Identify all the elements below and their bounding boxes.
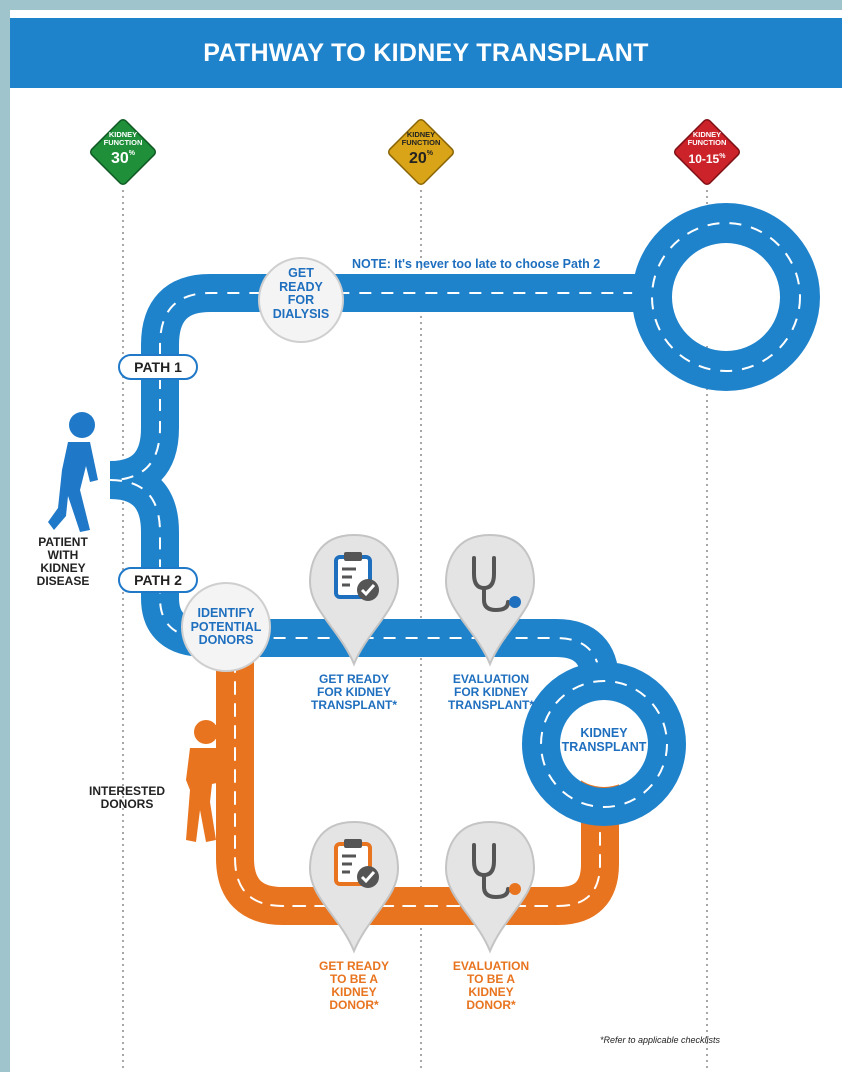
evaluation-transplant-label: EVALUATION FOR KIDNEY TRANSPLANT* xyxy=(448,672,534,712)
stage-10-15-label: KIDNEY FUNCTION xyxy=(687,130,727,148)
stage-30-unit: % xyxy=(128,150,136,157)
kidney-transplant-label: KIDNEY TRANSPLANT xyxy=(561,726,647,754)
dialysis-label: DIALYSIS xyxy=(696,290,756,305)
stethoscope-icon xyxy=(472,556,521,613)
stage-10-15-value: 10-15% xyxy=(677,153,737,166)
pin-get-ready-transplant xyxy=(308,533,400,667)
stage-10-15-unit: % xyxy=(719,153,726,160)
donors-label: INTERESTED DONORS xyxy=(88,784,165,811)
patient-figure-icon xyxy=(48,412,98,532)
stage-30-diamond xyxy=(89,118,157,186)
note-body: It's never too late to choose Path 2 xyxy=(390,257,601,271)
stage-20-diamond xyxy=(387,118,455,186)
pin-evaluation-donor xyxy=(444,820,536,954)
evaluation-donor-label: EVALUATION TO BE A KIDNEY DONOR* xyxy=(452,959,530,1012)
pathway-diagram xyxy=(48,118,820,1072)
page-title: PATHWAY TO KIDNEY TRANSPLANT xyxy=(203,38,649,67)
get-ready-dialysis-label: GET READY FOR DIALYSIS xyxy=(272,266,330,321)
stage-20-number: 20 xyxy=(408,150,427,167)
stage-10-15-diamond xyxy=(673,118,741,186)
clipboard-check-icon xyxy=(334,839,379,888)
stethoscope-icon xyxy=(472,843,521,900)
pathway-infographic: PATHWAY TO KIDNEY TRANSPLANT xyxy=(10,10,842,1072)
identify-donors-node xyxy=(181,582,271,672)
transplant-ring xyxy=(522,662,686,826)
footnote: *Refer to applicable checklists xyxy=(600,1035,721,1045)
stage-30-label: KIDNEY FUNCTION xyxy=(103,130,143,148)
patient-road xyxy=(109,274,640,684)
pin-get-ready-donor xyxy=(308,820,400,954)
header-banner: PATHWAY TO KIDNEY TRANSPLANT xyxy=(10,18,842,88)
stage-30-number: 30 xyxy=(110,150,129,167)
path-1-badge: PATH 1 xyxy=(118,354,198,380)
donor-figure-icon xyxy=(186,720,222,842)
note-text: NOTE: It's never too late to choose Path… xyxy=(352,257,662,272)
clipboard-check-icon xyxy=(334,552,379,601)
stage-20-value: 20% xyxy=(391,150,451,167)
dialysis-ring xyxy=(632,203,820,391)
stage-20-label: KIDNEY FUNCTION xyxy=(401,130,441,148)
donor-road xyxy=(216,619,619,925)
stage-20-unit: % xyxy=(426,150,434,157)
path-2-badge: PATH 2 xyxy=(118,567,198,593)
patient-label: PATIENT WITH KIDNEY DISEASE xyxy=(36,535,90,588)
identify-donors-label: IDENTIFY POTENTIAL DONORS xyxy=(190,606,262,647)
get-ready-transplant-label: GET READY FOR KIDNEY TRANSPLANT* xyxy=(311,672,397,712)
stage-30-value: 30% xyxy=(93,150,153,167)
get-ready-dialysis-node xyxy=(258,257,344,343)
note-prefix: NOTE: xyxy=(352,257,391,271)
pin-evaluation-transplant xyxy=(444,533,536,667)
get-ready-donor-label: GET READY TO BE A KIDNEY DONOR* xyxy=(318,959,389,1012)
stage-10-15-number: 10-15 xyxy=(688,152,720,166)
